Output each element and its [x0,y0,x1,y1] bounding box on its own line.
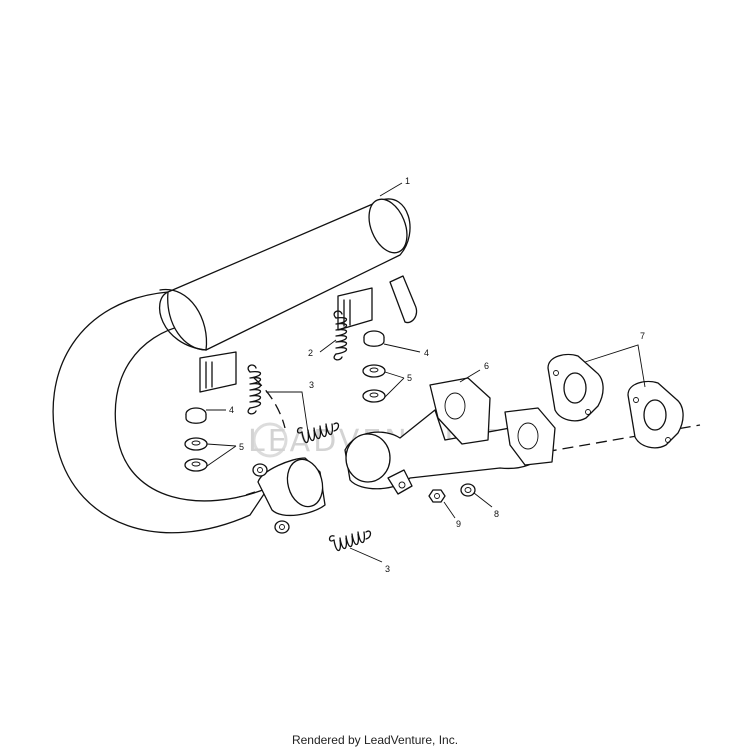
callout-5-right: 5 [407,373,412,383]
callout-1: 1 [405,176,410,186]
pin-right [363,330,385,347]
callout-7: 7 [640,331,645,341]
spring-3-middle [296,422,340,444]
callout-4-right: 4 [424,348,429,358]
spring-2 [333,310,348,361]
callout-4-left: 4 [229,405,234,415]
washer-right-1 [362,364,386,378]
callout-3-upper: 3 [309,380,314,390]
y-pipe [344,377,556,495]
callout-6: 6 [484,361,489,371]
spring-3-upper [247,364,262,415]
washer-8 [460,483,476,497]
spring-path-line [253,377,286,429]
muffler [52,198,418,534]
washer-left-2 [184,458,208,472]
gasket-2 [627,380,684,449]
pin-left [185,407,207,424]
callout-9: 9 [456,519,461,529]
nut-9 [428,489,446,503]
spring-3-lower [328,530,372,552]
leader-lines [206,182,646,563]
washer-right-2 [362,389,386,403]
callout-3-lower: 3 [385,564,390,574]
gasket-1 [547,353,604,422]
washer-left-1 [184,437,208,451]
callout-2: 2 [308,348,313,358]
footer-credit: Rendered by LeadVenture, Inc. [291,733,459,747]
callout-5-left: 5 [239,442,244,452]
pipe-inlet-coupling [252,457,326,534]
callout-8: 8 [494,509,499,519]
